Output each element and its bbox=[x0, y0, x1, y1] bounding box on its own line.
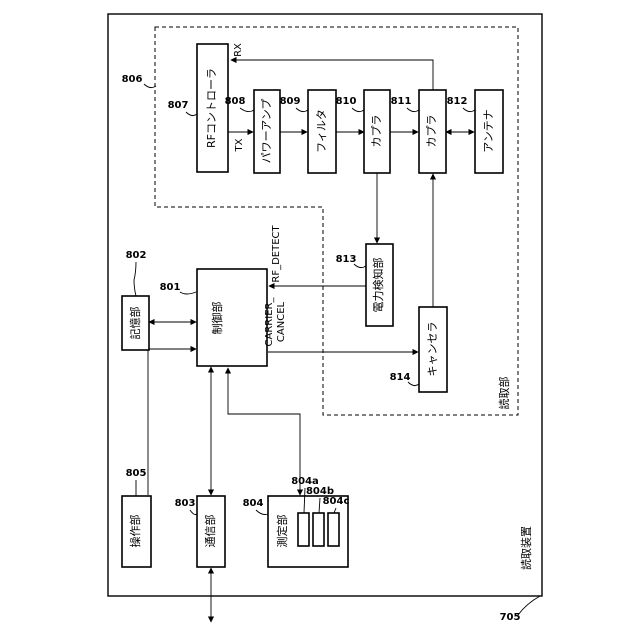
operation-label: 操作部 bbox=[128, 515, 142, 548]
ref-804c: 804c bbox=[323, 496, 350, 507]
filter-label: フィルタ bbox=[315, 109, 328, 153]
power-amp-label: パワーアンプ bbox=[260, 99, 273, 164]
power-detector-label: 電力検知部 bbox=[371, 258, 385, 313]
ref-801: 801 bbox=[160, 282, 181, 293]
operation-control-link bbox=[148, 349, 196, 495]
ref-802: 802 bbox=[126, 250, 147, 261]
ref-811: 811 bbox=[391, 96, 412, 107]
rf-controller-label: RFコントローラ bbox=[205, 68, 218, 148]
ref-806: 806 bbox=[122, 74, 143, 85]
reader-unit-label: 読取部 bbox=[497, 377, 511, 410]
ref-813: 813 bbox=[336, 254, 357, 265]
device-label: 読取装置 bbox=[519, 526, 533, 570]
coupler-811-label: カプラ bbox=[425, 115, 438, 148]
control-label: 制御部 bbox=[210, 302, 224, 335]
tx-signal-label: TX bbox=[234, 138, 245, 152]
ref-805: 805 bbox=[126, 468, 147, 479]
sensor-804b bbox=[313, 513, 324, 546]
antenna-label: アンテナ bbox=[482, 109, 495, 153]
coupler-810-label: カプラ bbox=[370, 115, 383, 148]
sensor-804c bbox=[328, 513, 339, 546]
carrier-cancel-label-line1: CARRIER_ bbox=[264, 297, 275, 347]
storage-label: 記憶部 bbox=[128, 307, 142, 340]
ref-803: 803 bbox=[175, 498, 196, 509]
measure-control-link bbox=[228, 368, 300, 495]
ref-814: 814 bbox=[390, 372, 411, 383]
sensor-804a bbox=[298, 513, 309, 546]
rf-detect-signal-label: RF_DETECT bbox=[271, 224, 282, 282]
ref-812: 812 bbox=[447, 96, 468, 107]
ref-809: 809 bbox=[280, 96, 301, 107]
ref-810: 810 bbox=[336, 96, 357, 107]
carrier-cancel-label-line2: CANCEL bbox=[276, 301, 287, 342]
comm-label: 通信部 bbox=[203, 515, 217, 548]
canceller-label: キャンセラ bbox=[426, 322, 439, 377]
ref-808: 808 bbox=[225, 96, 246, 107]
rx-path bbox=[231, 60, 433, 90]
ref-705: 705 bbox=[500, 612, 521, 623]
block-control bbox=[197, 269, 267, 366]
ref-807: 807 bbox=[168, 100, 189, 111]
ref-804: 804 bbox=[243, 498, 264, 509]
rx-signal-label: RX bbox=[233, 43, 244, 57]
measure-label: 測定部 bbox=[275, 515, 289, 548]
